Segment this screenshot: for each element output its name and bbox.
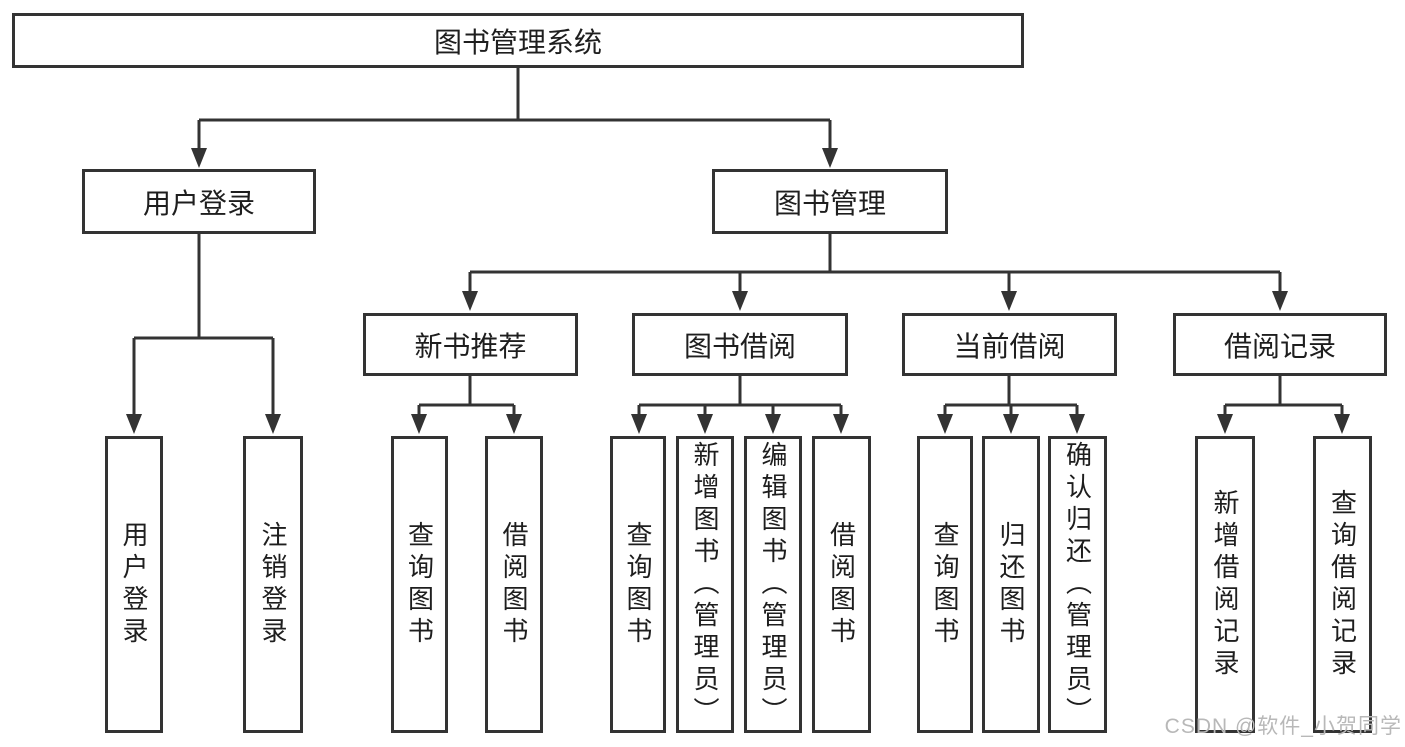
node-leaf-add-borrow-record-label: 新增借阅记录 xyxy=(1210,488,1240,681)
connector-newrec-to-children xyxy=(411,376,522,434)
arrow-down-icon xyxy=(1069,414,1085,434)
arrow-down-icon xyxy=(833,414,849,434)
node-new-book-recommend: 新书推荐 xyxy=(363,313,578,376)
node-leaf-user-login-label: 用户登录 xyxy=(119,520,149,649)
node-leaf-borrow-query-books: 查询图书 xyxy=(610,436,666,733)
node-leaf-newrec-borrow-books: 借阅图书 xyxy=(485,436,543,733)
arrow-down-icon xyxy=(937,414,953,434)
arrow-down-icon xyxy=(506,414,522,434)
connector-line xyxy=(132,234,275,419)
arrow-down-icon xyxy=(732,291,748,311)
node-leaf-add-books-admin-label: 新增图书（管理员） xyxy=(690,440,720,729)
watermark: CSDN @软件_小贺同学 xyxy=(1164,715,1402,738)
arrow-down-icon xyxy=(126,414,142,434)
node-user-login-group: 用户登录 xyxy=(82,169,316,234)
arrow-down-icon xyxy=(1003,414,1019,434)
node-current-borrowing-label: 当前借阅 xyxy=(953,330,1066,362)
node-leaf-add-books-admin: 新增图书（管理员） xyxy=(676,436,734,733)
node-leaf-add-borrow-record: 新增借阅记录 xyxy=(1195,436,1255,733)
node-leaf-current-query-books: 查询图书 xyxy=(917,436,973,733)
node-leaf-edit-books-admin-label: 编辑图书（管理员） xyxy=(758,440,788,729)
node-leaf-query-borrow-record-label: 查询借阅记录 xyxy=(1327,488,1358,681)
node-leaf-borrow-query-books-label: 查询图书 xyxy=(623,520,653,649)
node-leaf-confirm-return-admin: 确认归还（管理员） xyxy=(1048,436,1107,733)
connector-line xyxy=(637,376,843,419)
connector-records-to-children xyxy=(1217,376,1350,434)
node-book-borrowing-label: 图书借阅 xyxy=(683,330,796,362)
node-current-borrowing: 当前借阅 xyxy=(902,313,1117,376)
arrow-down-icon xyxy=(462,291,478,311)
arrow-down-icon xyxy=(697,414,713,434)
node-leaf-newrec-borrow-books-label: 借阅图书 xyxy=(499,520,529,649)
node-leaf-logout: 注销登录 xyxy=(243,436,303,733)
arrow-down-icon xyxy=(411,414,427,434)
node-leaf-return-books-label: 归还图书 xyxy=(996,520,1026,649)
arrow-down-icon xyxy=(1001,291,1017,311)
connector-mgmt-to-level3 xyxy=(462,234,1288,311)
connector-line xyxy=(197,68,832,152)
node-leaf-query-borrow-record: 查询借阅记录 xyxy=(1313,436,1372,733)
node-leaf-confirm-return-admin-label: 确认归还（管理员） xyxy=(1062,440,1093,729)
connector-line xyxy=(417,376,516,419)
connector-line xyxy=(468,234,1282,296)
connector-login-to-children xyxy=(126,234,281,434)
connector-borrow-to-children xyxy=(631,376,849,434)
connector-current-to-children xyxy=(937,376,1085,434)
connector-line xyxy=(943,376,1079,419)
connector-line xyxy=(1223,376,1344,419)
node-user-login-group-label: 用户登录 xyxy=(142,187,255,219)
node-leaf-newrec-query-books: 查询图书 xyxy=(391,436,448,733)
arrow-down-icon xyxy=(765,414,781,434)
node-borrowing-records: 借阅记录 xyxy=(1173,313,1387,376)
node-leaf-edit-books-admin: 编辑图书（管理员） xyxy=(744,436,802,733)
arrow-down-icon xyxy=(1272,291,1288,311)
node-leaf-borrow-books: 借阅图书 xyxy=(812,436,871,733)
node-root: 图书管理系统 xyxy=(12,13,1024,68)
node-book-management: 图书管理 xyxy=(712,169,948,234)
arrow-down-icon xyxy=(1334,414,1350,434)
node-new-book-recommend-label: 新书推荐 xyxy=(414,330,527,362)
node-book-borrowing: 图书借阅 xyxy=(632,313,848,376)
node-borrowing-records-label: 借阅记录 xyxy=(1223,330,1336,362)
arrow-down-icon xyxy=(1217,414,1233,434)
node-leaf-newrec-query-books-label: 查询图书 xyxy=(404,520,435,649)
node-root-label: 图书管理系统 xyxy=(433,26,602,58)
arrow-down-icon xyxy=(822,148,838,168)
arrow-down-icon xyxy=(191,148,207,168)
node-book-management-label: 图书管理 xyxy=(773,187,886,219)
node-leaf-user-login: 用户登录 xyxy=(105,436,163,733)
node-leaf-current-query-books-label: 查询图书 xyxy=(930,520,960,649)
arrow-down-icon xyxy=(265,414,281,434)
connector-root-to-level2 xyxy=(191,68,838,168)
node-leaf-return-books: 归还图书 xyxy=(982,436,1040,733)
node-leaf-logout-label: 注销登录 xyxy=(258,520,288,649)
node-leaf-borrow-books-label: 借阅图书 xyxy=(826,520,857,649)
arrow-down-icon xyxy=(631,414,647,434)
